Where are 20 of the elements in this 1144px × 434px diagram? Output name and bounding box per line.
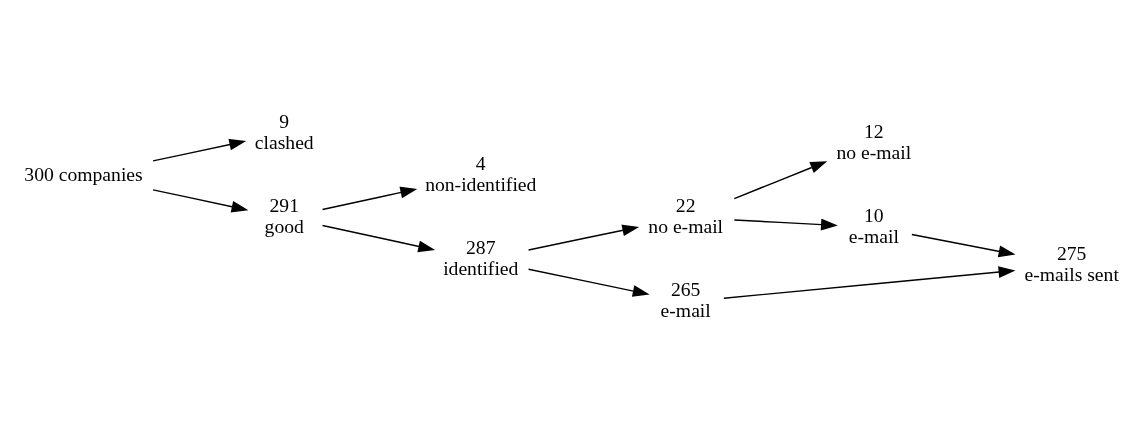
- node-text: 275 e-mails sent: [1024, 241, 1119, 285]
- node-text: 22 no e-mail: [648, 193, 724, 237]
- arrow: [527, 224, 640, 251]
- arrow: [527, 268, 650, 297]
- arrow: [723, 265, 1016, 299]
- node-text: 287 identified: [443, 235, 519, 279]
- node-text: 291 good: [264, 193, 304, 237]
- arrow: [911, 233, 1016, 257]
- node-text: 300 companies: [24, 162, 143, 185]
- arrow: [733, 218, 838, 230]
- node-text: 12 no e-mail: [836, 119, 912, 163]
- arrow: [152, 188, 249, 212]
- arrow: [321, 224, 436, 252]
- arrow: [152, 138, 247, 162]
- node-text: 4 non-identified: [425, 151, 537, 195]
- node-text: 9 clashed: [254, 109, 314, 153]
- node-text: 10 e-mail: [848, 203, 899, 247]
- arrow: [321, 186, 418, 210]
- node-text: 265 e-mail: [660, 277, 711, 321]
- arrow: [733, 160, 828, 199]
